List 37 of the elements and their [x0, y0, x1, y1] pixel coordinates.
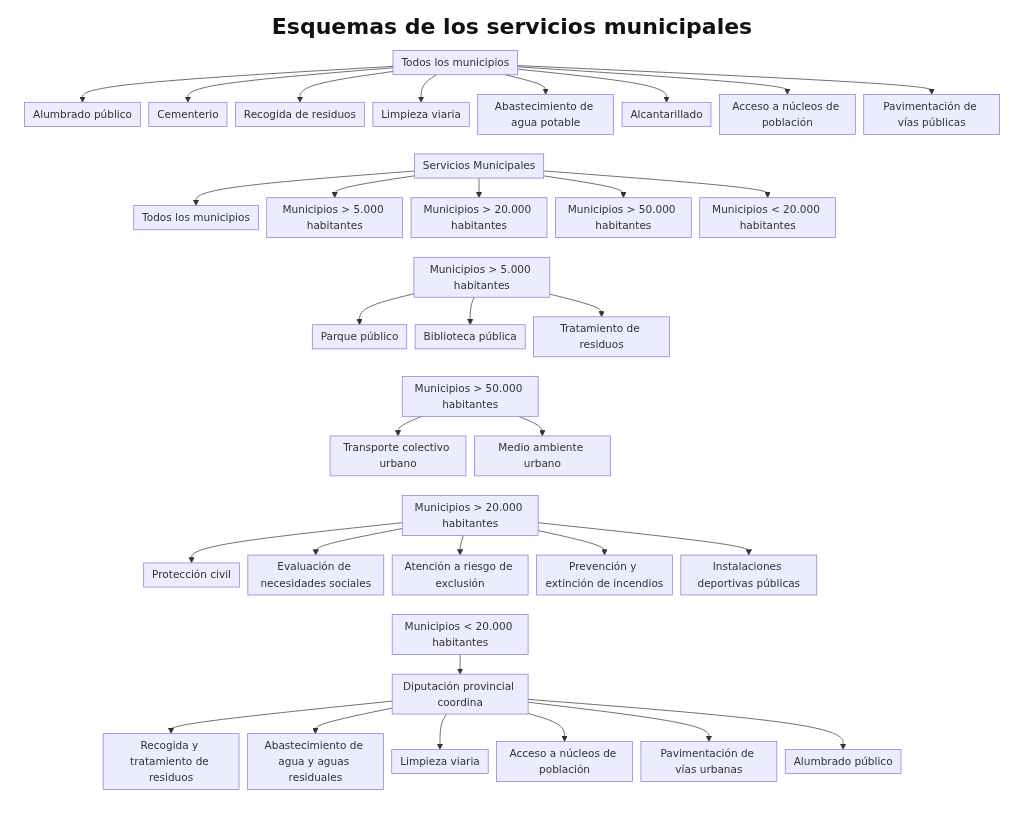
node-box: Alumbrado público [784, 749, 902, 774]
node-box: Protección civil [143, 562, 240, 588]
node-box: Servicios Municipales [413, 153, 544, 179]
node-box: Acceso a núcleos de población [718, 94, 856, 135]
node-box: Instalaciones deportivas públicas [680, 554, 817, 596]
node-box: Municipios < 20.000 habitantes [391, 614, 529, 655]
node-box: Cementerio [148, 101, 228, 127]
node-box: Evaluación de necesidades sociales [247, 554, 384, 596]
node-box: Municipios > 20.000 habitantes [401, 495, 539, 536]
node-box: Transporte colectivo urbano [329, 435, 467, 477]
node-box: Alcantarillado [621, 101, 712, 127]
node-box: Municipios < 20.000 habitantes [699, 197, 836, 238]
node-box: Municipios > 5.000 habitantes [266, 197, 403, 238]
node-box: Acceso a núcleos de población [496, 741, 633, 782]
node-box: Abastecimiento de agua potable [477, 94, 614, 135]
node-box: Municipios > 50.000 habitantes [554, 197, 692, 238]
node-box: Diputación provincial coordina [391, 673, 529, 715]
node-box: Pavimentación de vías urbanas [640, 741, 778, 782]
node-box: Biblioteca pública [414, 324, 526, 350]
node-box: Parque público [311, 324, 407, 350]
node-box: Municipios > 50.000 habitantes [401, 376, 539, 417]
node-box: Recogida de residuos [234, 101, 365, 127]
node-box: Limpieza viaria [391, 749, 489, 774]
node-box: Atención a riesgo de exclusión [391, 554, 529, 596]
node-box: Medio ambiente urbano [473, 435, 611, 477]
node-box: Pavimentación de vías públicas [863, 94, 1000, 135]
node-box: Municipios > 20.000 habitantes [410, 197, 548, 238]
node-box: Limpieza viaria [372, 101, 470, 127]
node-box: Tratamiento de residuos [533, 316, 670, 358]
node-box: Abastecimiento de agua y aguas residuales [246, 733, 384, 790]
node-box: Todos los municipios [392, 50, 518, 76]
node-box: Prevención y extinción de incendios [536, 554, 673, 596]
diagram-title: Esquemas de los servicios municipales [270, 14, 754, 39]
node-box: Alumbrado público [24, 101, 141, 127]
node-box: Municipios > 5.000 habitantes [413, 256, 550, 298]
node-box: Recogida y tratamiento de residuos [102, 733, 240, 790]
node-box: Todos los municipios [133, 205, 259, 231]
